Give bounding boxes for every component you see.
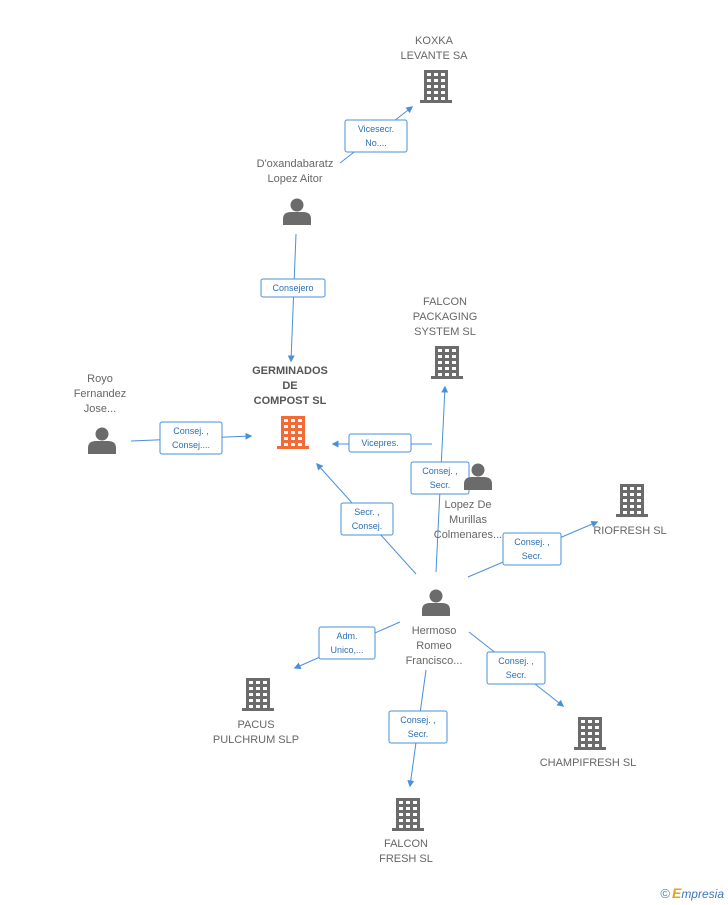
- edge-label-text: Secr.: [408, 729, 429, 739]
- node-label: Hermoso: [412, 625, 457, 637]
- node-label: D'oxandabaratz: [257, 158, 334, 170]
- edge-label-text: Secr.: [522, 551, 543, 561]
- node-label: Jose...: [84, 403, 116, 415]
- edge-doxandabaratz-to-germinados: Consejero: [260, 233, 326, 363]
- building-icon: [242, 678, 274, 711]
- node-germinados[interactable]: GERMINADOS DE COMPOST SL: [252, 365, 328, 449]
- edge-label-text: No....: [365, 138, 387, 148]
- node-label: CHAMPIFRESH SL: [540, 757, 637, 769]
- node-royo[interactable]: RoyoFernandezJose...: [74, 373, 127, 454]
- edge-label-box[interactable]: [318, 626, 376, 660]
- nodes-layer: GERMINADOS DE COMPOST SL KOXKA LEVANTE SA D'o…: [74, 35, 667, 865]
- person-icon: [283, 198, 311, 225]
- node-label: COMPOST SL: [254, 395, 327, 407]
- edge-label-box[interactable]: [260, 278, 326, 298]
- edge-label-text: Secr. ,: [354, 507, 380, 517]
- edge-label-text: Unico,...: [330, 645, 363, 655]
- node-label: Murillas: [449, 514, 487, 526]
- edge-hermoso-to-pacus: Adm. Unico,...: [293, 621, 401, 669]
- edge-label-box[interactable]: [348, 433, 412, 453]
- node-label: FALCON: [423, 296, 467, 308]
- node-label: DE: [282, 380, 297, 392]
- building-icon: [574, 717, 606, 750]
- edge-label-text: Consejero: [272, 283, 313, 293]
- edge-label-box[interactable]: [388, 710, 448, 744]
- edge-label-box[interactable]: [502, 532, 562, 566]
- person-icon: [464, 463, 492, 490]
- building-icon: [616, 484, 648, 517]
- node-pacus[interactable]: PACUS PULCHRUM SLP: [213, 678, 299, 746]
- building-icon: [431, 346, 463, 379]
- edge-label-text: Consej. ,: [400, 715, 436, 725]
- node-riofresh[interactable]: RIOFRESH SL: [593, 484, 667, 537]
- node-champifresh[interactable]: CHAMPIFRESH SL: [540, 717, 637, 769]
- edge-doxandabaratz-to-koxka: Vicesecr. No....: [339, 106, 414, 164]
- node-label: Lopez Aitor: [267, 173, 322, 185]
- node-label: Colmenares...: [434, 529, 502, 541]
- node-label: Lopez De: [444, 499, 491, 511]
- brand-name: mpresia: [681, 887, 724, 901]
- edge-hermoso-to-champifresh: Consej. , Secr.: [468, 631, 565, 707]
- person-icon: [88, 427, 116, 454]
- node-falcon-packaging[interactable]: FALCON PACKAGING SYSTEM SL: [413, 296, 478, 379]
- node-label: RIOFRESH SL: [593, 525, 666, 537]
- node-label: FRESH SL: [379, 853, 433, 865]
- node-label: Francisco...: [406, 655, 463, 667]
- node-label: FALCON: [384, 838, 428, 850]
- building-icon: [277, 416, 309, 449]
- edge-hermoso-to-germinados: Secr. , Consej.: [316, 462, 417, 575]
- brand-initial: E: [671, 885, 682, 901]
- edge-hermoso-to-falcon_packaging: Consej. , Secr.: [410, 385, 470, 573]
- node-koxka[interactable]: KOXKA LEVANTE SA: [400, 35, 468, 103]
- edge-label-box[interactable]: [486, 651, 546, 685]
- edge-lopez_murillas-to-germinados: Vicepres.: [331, 433, 432, 453]
- node-label: PACUS: [237, 719, 274, 731]
- edge-royo-to-germinados: Consej. , Consej....: [130, 421, 253, 455]
- building-icon: [420, 70, 452, 103]
- edge-label-text: Secr.: [430, 480, 451, 490]
- node-label: PACKAGING: [413, 311, 478, 323]
- node-label: LEVANTE SA: [400, 50, 468, 62]
- person-icon: [422, 589, 450, 616]
- edge-hermoso-to-falcon_fresh: Consej. , Secr.: [388, 669, 448, 788]
- node-label: PULCHRUM SLP: [213, 734, 299, 746]
- edge-label-text: Vicesecr.: [358, 124, 394, 134]
- edge-label-text: Consej. ,: [498, 656, 534, 666]
- node-label: Royo: [87, 373, 113, 385]
- node-label: GERMINADOS: [252, 365, 328, 377]
- edge-label-box[interactable]: [159, 421, 223, 455]
- edge-label-text: Vicepres.: [361, 438, 398, 448]
- edge-label-text: Consej. ,: [422, 466, 458, 476]
- node-label: Fernandez: [74, 388, 127, 400]
- edge-label-text: Consej. ,: [514, 537, 550, 547]
- node-label: KOXKA: [415, 35, 454, 47]
- node-lopez-murillas[interactable]: Lopez De MurillasColmenares...: [434, 463, 502, 542]
- node-falcon-fresh[interactable]: FALCON FRESH SL: [379, 798, 433, 865]
- node-label: SYSTEM SL: [414, 326, 476, 338]
- edge-label-text: Secr.: [506, 670, 527, 680]
- edge-label-text: Adm.: [336, 631, 357, 641]
- edge-hermoso-to-riofresh: Consej. , Secr.: [467, 520, 599, 578]
- node-label: Romeo: [416, 640, 451, 652]
- edge-label-text: Consej....: [172, 440, 210, 450]
- building-icon: [392, 798, 424, 831]
- edge-label-box[interactable]: [344, 119, 408, 153]
- copyright-symbol: ©: [660, 886, 670, 901]
- edge-label-text: Consej.: [352, 521, 383, 531]
- edge-label-text: Consej. ,: [173, 426, 209, 436]
- edge-label-box[interactable]: [340, 502, 394, 536]
- brand-footer: ©Empresia: [660, 885, 724, 901]
- node-hermoso[interactable]: HermosoRomeoFrancisco...: [406, 589, 463, 668]
